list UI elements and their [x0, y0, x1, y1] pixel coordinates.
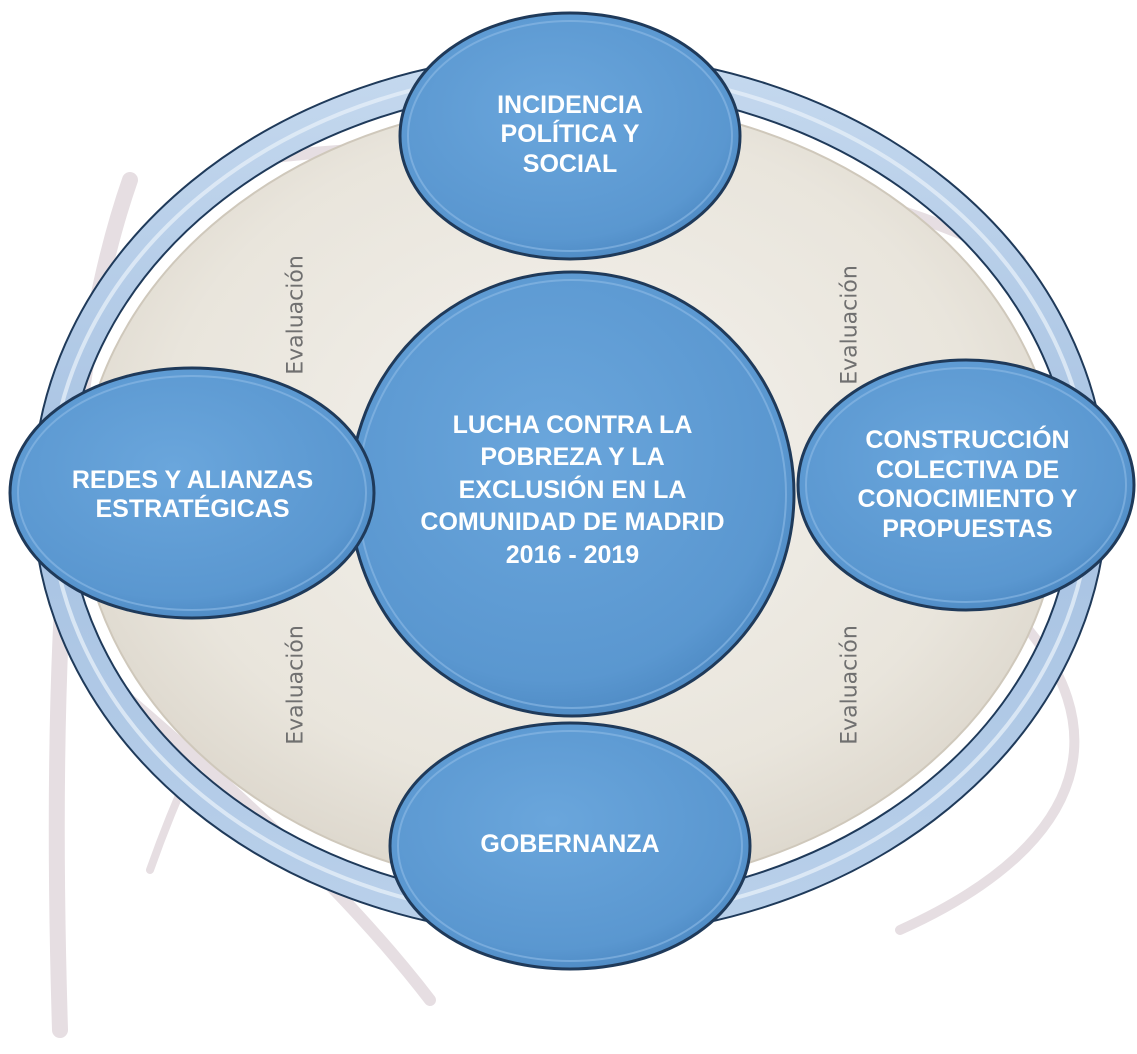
node-bottom-inner-outline: [397, 730, 743, 962]
node-left-label: REDES Y ALIANZAS ESTRATÉGICAS: [71, 465, 314, 524]
node-top-label: INCIDENCIA POLÍTICA Y SOCIAL: [497, 90, 643, 178]
evaluation-label-bottom-left: Evaluación: [283, 625, 309, 745]
node-top-inner-outline: [407, 20, 733, 252]
node-left-shape: [8, 366, 376, 620]
evaluation-label-top-left: Evaluación: [283, 255, 309, 375]
node-bottom-label: GOBERNANZA: [480, 830, 660, 859]
node-left-inner-outline: [17, 375, 367, 611]
node-top-shape: [398, 11, 742, 261]
node-right-shape: [796, 358, 1136, 612]
evaluation-label-top-right: Evaluación: [837, 265, 863, 385]
node-right-label: CONSTRUCCIÓN COLECTIVA DE CONOCIMIENTO Y…: [857, 426, 1078, 543]
node-bottom-shape: [388, 721, 752, 971]
center-label: LUCHA CONTRA LA POBREZA Y LA EXCLUSIÓN E…: [420, 410, 725, 569]
node-right-inner-outline: [805, 367, 1127, 603]
evaluation-label-bottom-right: Evaluación: [837, 625, 863, 745]
